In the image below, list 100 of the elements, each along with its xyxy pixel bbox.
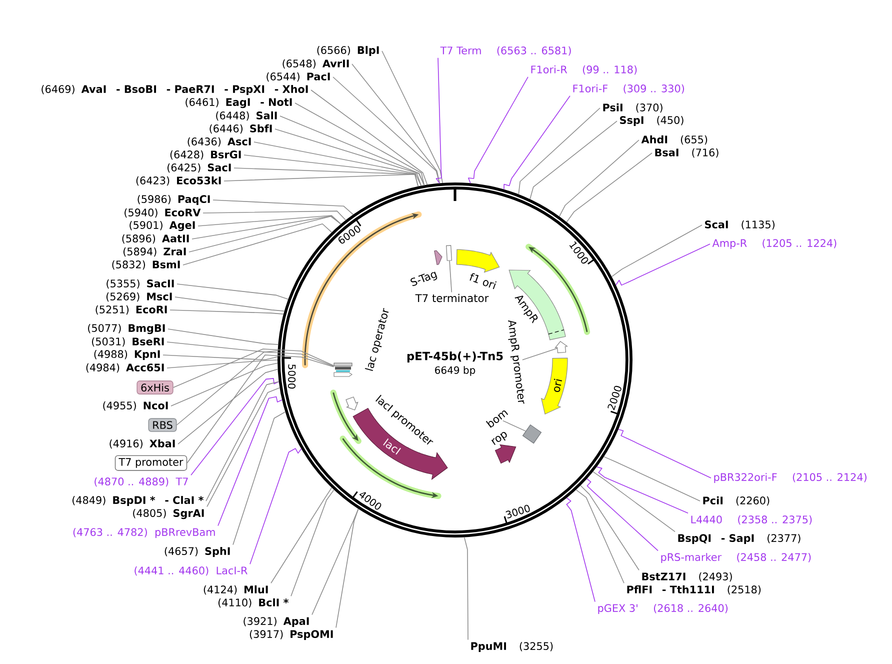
leader-line [274,128,425,186]
leader-line [580,485,640,570]
feature-block [346,396,358,410]
leader-line [558,140,640,217]
length-label: 6649 bp [435,366,476,376]
feature-label: T7 terminator [415,294,489,302]
site-label: (4849) BspDI * - ClaI * [72,496,204,506]
plasmid-ring [278,182,632,538]
site-label: (6461) EagI - NotI [186,98,292,108]
site-label: PpuMI (3255) [471,642,553,652]
site-label: (6469) AvaI - BsoBI - PaeR7I - PspXI - XhoI [42,84,308,96]
site-label: (5832) BsmI [112,260,180,270]
leader-line [518,108,600,195]
site-label: AhdI (655) [641,135,708,145]
primer-label: F1ori-R (99 .. 118) [531,65,637,75]
feature-box [446,245,452,261]
site-label: (6436) AscI [188,137,251,147]
leader-line [611,224,702,278]
leader-line [190,378,280,476]
primer-label: L4440 (2358 .. 2375) [691,515,812,525]
leader-line [449,260,452,293]
leader-line [464,536,468,640]
leader-line [212,200,354,215]
site-label: SspI (450) [620,116,684,126]
primer-label: (4870 .. 4889) T7 [94,477,188,487]
leader-line [382,50,444,184]
site-label: (5896) AatII [122,234,189,244]
site-label: (3921) ApaI [244,617,309,628]
site-label: (5269) MscI [106,292,172,302]
primer-label: T7 Term (6563 .. 6581) [440,46,571,56]
site-label: (4805) SgrAI [133,508,204,520]
site-label: (5031) BseRI [92,337,164,347]
leader-line [202,210,346,221]
leader-line [294,102,425,186]
primer-label: (4441 .. 4460) LacI-R [134,566,248,576]
site-label: PsiI (370) [603,103,662,113]
feature-block [554,341,568,354]
leader-line [172,348,334,388]
leader-line [603,456,700,502]
leader-line [310,90,428,186]
leader-line [244,154,422,186]
site-label: (6548) AvrII [282,59,349,69]
leader-line [188,216,342,252]
site-label: (5901) AgeI [130,220,195,232]
site-label: ScaI (1135) [705,220,774,230]
tick-label: 2000 [608,386,622,410]
leader-line [290,489,334,596]
leader-line [182,223,332,266]
leader-line [618,428,712,478]
feature-block: ori [540,358,568,415]
leader-line [586,478,658,552]
site-label: (3917) PspOMI [250,630,333,640]
leader-line [566,152,652,222]
leader-line [170,362,278,406]
leader-line [336,508,359,628]
leader-line [198,215,342,226]
site-label: (5251) EcoRI [96,305,167,315]
leader-line [250,448,302,564]
leader-line [522,348,558,360]
leader-line [254,142,422,186]
primer-label: pBR322ori-F (2105 .. 2124) [714,472,866,484]
leader-line [192,216,342,240]
leader-line [232,412,286,546]
site-label: BstZ17I (2493) [642,572,732,582]
leader-line [218,396,282,526]
site-label: (4988) KpnI [94,350,160,360]
leader-line [186,354,334,464]
site-label: (6423) Eco53kI [136,176,221,186]
leader-line [166,360,278,368]
site-label: (4955) NcoI [103,401,168,411]
leader-line [168,328,279,345]
tick-label: 5000 [288,364,296,389]
leader-line [174,296,285,312]
site-label: (6425) SacI [168,163,231,173]
site-label: (6544) PacI [266,72,330,82]
leader-line [615,244,710,286]
site-label: (5077) BmgBI [88,324,165,334]
site-label: (6448) SalI [216,111,277,121]
primer-label: pRS-marker (2458 .. 2477) [661,552,811,564]
map-title: pET-45b(+)-Tn5 [407,352,503,362]
feature-diamond [522,424,542,444]
leader-line [502,420,526,432]
feature-label: f1 ori [470,273,497,290]
leader-line [468,76,528,184]
leader-line [178,368,278,444]
site-label: (5986) PaqCI [138,194,210,206]
leader-line [280,116,425,186]
primer-label: pGEX 3' (2618 .. 2640) [598,604,728,614]
site-label: (6566) BlpI [317,46,379,56]
site-label: (4110) BclI * [218,598,289,608]
leader-line [566,498,596,602]
feature-label: bom [486,410,508,428]
site-label: (5355) SacII [106,279,174,289]
leader-line [162,354,278,360]
site-label: (6428) BsrGI [170,150,241,160]
site-label: (4984) Acc65I [86,363,164,373]
primer-label: (4763 .. 4782) pBRrevBam [73,528,215,538]
site-label: BspQI - SapI (2377) [678,534,800,544]
site-label: (5894) ZraI [124,247,186,257]
leader-line [332,76,440,184]
